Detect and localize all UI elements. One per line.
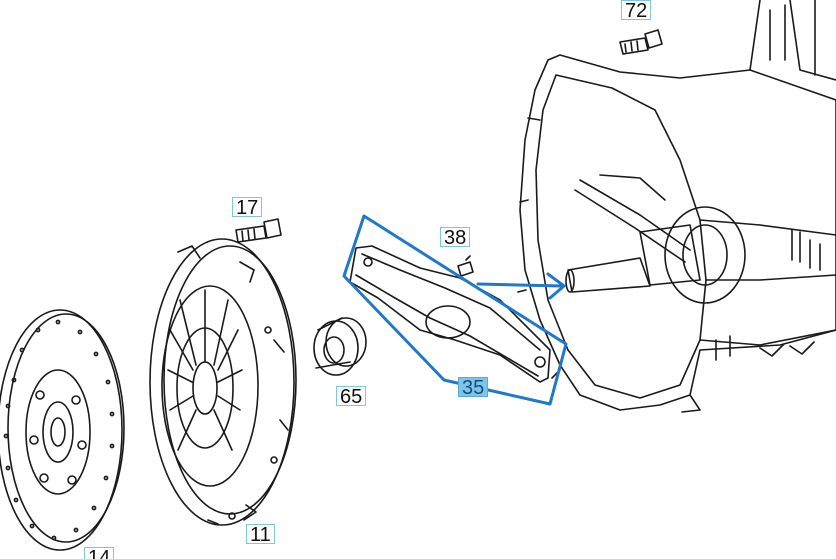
callout-72[interactable]: 72: [621, 0, 652, 21]
fork-highlight: [342, 214, 568, 406]
clutch-disc-14: [0, 309, 125, 551]
bolt-38: [457, 255, 474, 277]
pressure-plate-11: [149, 238, 297, 526]
callout-11[interactable]: 11: [246, 524, 275, 545]
bolt-72: [619, 29, 663, 55]
transmission-housing: [517, 0, 836, 413]
callout-17[interactable]: 17: [232, 197, 263, 218]
callout-38[interactable]: 38: [440, 227, 471, 248]
release-bearing-65: [313, 317, 367, 376]
callout-14[interactable]: 14: [84, 547, 115, 559]
callout-65[interactable]: 65: [336, 386, 367, 407]
release-fork-35: [349, 245, 551, 383]
bolt-17: [235, 218, 282, 243]
callout-35[interactable]: 35: [458, 377, 489, 398]
